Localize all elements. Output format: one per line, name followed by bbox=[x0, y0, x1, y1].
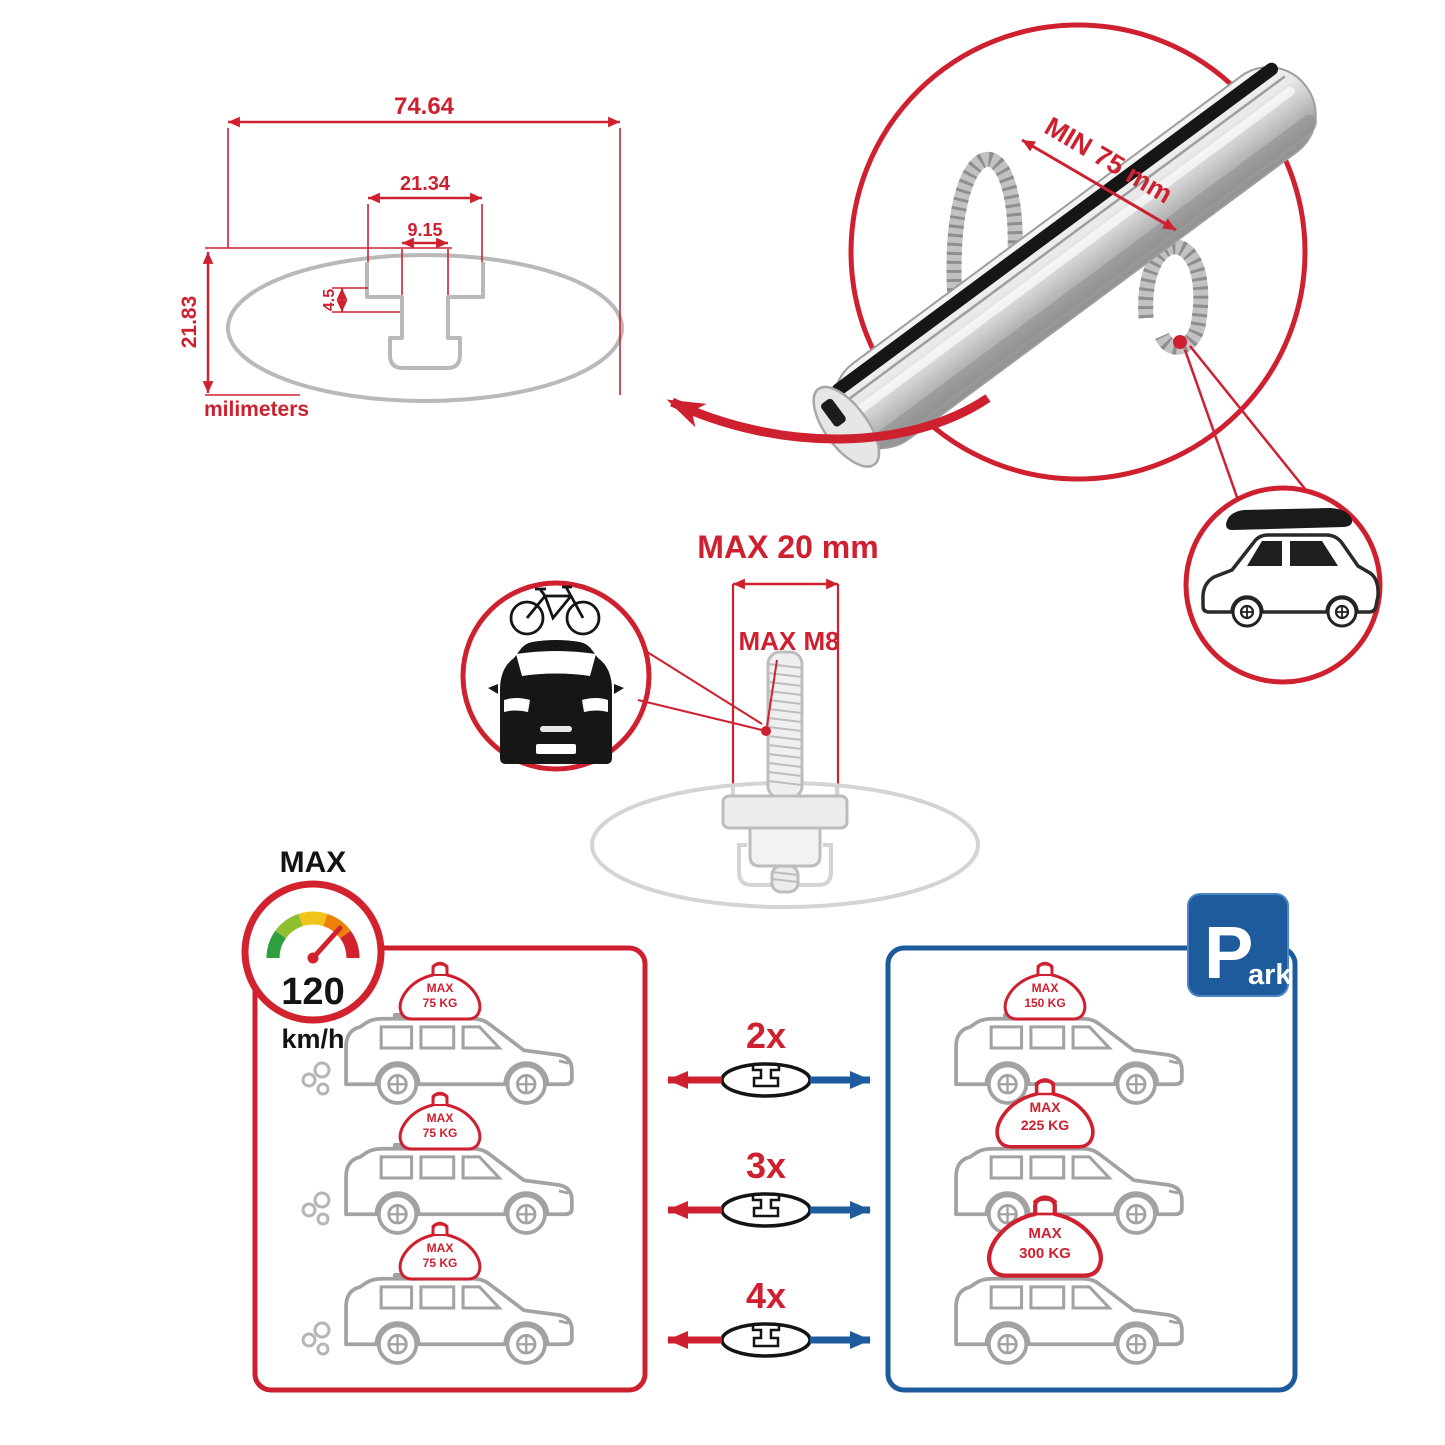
load-weight-label: 225 KG bbox=[1021, 1117, 1069, 1133]
t-bolt-icon bbox=[721, 650, 849, 894]
leader-line bbox=[637, 699, 763, 731]
leader-line bbox=[1183, 349, 1240, 501]
park-sign-suffix: ark bbox=[1248, 959, 1292, 991]
speed-units: km/h bbox=[281, 1024, 344, 1054]
load-max-label: MAX bbox=[427, 1111, 454, 1125]
load-weight-label: 150 KG bbox=[1024, 996, 1065, 1010]
crossbar-render-detail: MIN 75 mm bbox=[812, 22, 1383, 685]
min-spacing-arrow bbox=[1021, 138, 1177, 232]
speed-value: 120 bbox=[281, 971, 344, 1013]
clamp-rod-icon bbox=[946, 151, 1023, 301]
cross-section-diagram: 74.64 21.34 9.15 4.5 21.83 milimeters bbox=[178, 93, 991, 444]
speedometer-badge: MAX 120 km/h bbox=[241, 846, 385, 1054]
locator-dot bbox=[1173, 335, 1187, 349]
max-thread-label: MAX M8 bbox=[738, 626, 839, 656]
bolt-dimension-diagram: MAX 20 mm MAX M8 bbox=[460, 529, 980, 909]
load-max-label: MAX bbox=[1032, 981, 1059, 995]
thread-locator-dot bbox=[761, 726, 771, 736]
load-max-label: MAX bbox=[1028, 1225, 1061, 1242]
max-width-label: MAX 20 mm bbox=[697, 529, 878, 565]
dim-lip-depth-label: 4.5 bbox=[321, 289, 338, 311]
leader-line bbox=[643, 649, 763, 725]
leader-line bbox=[1189, 345, 1319, 506]
load-weight-label: 75 KG bbox=[423, 1126, 458, 1140]
load-weight-label: 300 KG bbox=[1019, 1245, 1071, 1262]
suv-roofbox-badge bbox=[1183, 485, 1383, 685]
speedometer-icon bbox=[241, 880, 385, 1024]
crossbar-profile-icon bbox=[720, 1062, 812, 1098]
load-weight-label: 75 KG bbox=[423, 996, 458, 1010]
roofbox-icon bbox=[1226, 508, 1353, 530]
load-max-label: MAX bbox=[427, 981, 454, 995]
car-front-icon bbox=[488, 640, 624, 764]
bolt-dimension-lines bbox=[731, 578, 840, 794]
crossbar-count-label: 3x bbox=[746, 1145, 786, 1186]
thread-leader-line bbox=[766, 659, 778, 727]
load-comparison-panel: P ark MAX 75 KG MAX 75 KG MAX 75 KG MAX … bbox=[241, 846, 1298, 1393]
speed-max-label: MAX bbox=[280, 846, 347, 879]
crossbar-count-label: 2x bbox=[746, 1015, 786, 1056]
park-sign-letter: P bbox=[1204, 911, 1253, 994]
units-label: milimeters bbox=[204, 398, 309, 421]
crossbar-profile-icon bbox=[720, 1192, 812, 1228]
crossbar-count-label: 4x bbox=[746, 1275, 786, 1316]
gauge-arc bbox=[266, 911, 360, 959]
load-max-label: MAX bbox=[427, 1241, 454, 1255]
crossbar-profile-icon bbox=[720, 1322, 812, 1358]
dim-slot-width-label: 9.15 bbox=[407, 220, 442, 240]
load-max-label: MAX bbox=[1029, 1099, 1061, 1115]
dim-channel-width-label: 21.34 bbox=[400, 173, 451, 195]
dimension-lines bbox=[202, 116, 621, 396]
bike-on-car-badge bbox=[460, 580, 763, 772]
t-slot-profile bbox=[365, 262, 485, 370]
bike-icon bbox=[509, 585, 601, 636]
load-weight-label: 75 KG bbox=[423, 1256, 458, 1270]
dim-total-width-label: 74.64 bbox=[394, 93, 455, 120]
gauge-needle bbox=[310, 925, 343, 961]
park-sign: P ark bbox=[1187, 893, 1292, 997]
dim-total-height-label: 21.83 bbox=[178, 296, 201, 349]
pointer-arrow bbox=[666, 394, 991, 444]
